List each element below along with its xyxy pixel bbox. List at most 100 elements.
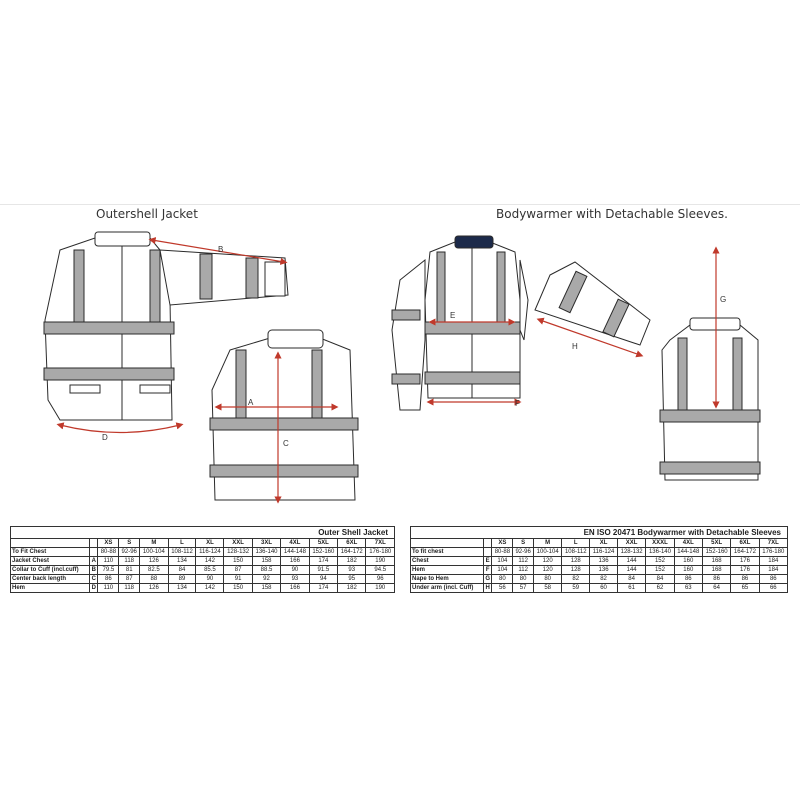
table-cell: 91.5 xyxy=(308,565,339,575)
table-cell: 60 xyxy=(589,583,618,593)
table-cell: 120 xyxy=(533,565,563,575)
table-cell: 84 xyxy=(645,574,675,584)
dim-label-h: H xyxy=(572,342,578,351)
table-cell: 86 xyxy=(701,574,732,584)
header-blank xyxy=(89,538,99,548)
top-divider xyxy=(0,204,800,205)
table-cell: 166 xyxy=(280,556,310,566)
row-label: Hem xyxy=(9,583,91,593)
bodywarmer-sleeve-drawing xyxy=(534,261,651,346)
bodywarmer-size-table: EN ISO 20471 Bodywarmer with Detachable … xyxy=(410,526,789,593)
row-code: F xyxy=(482,565,493,575)
row-label: Center back length xyxy=(9,574,91,584)
table-cell: 82.5 xyxy=(139,565,169,575)
table-cell: 92 xyxy=(251,574,282,584)
size-header: 7XL xyxy=(758,538,789,548)
table-cell: 88 xyxy=(139,574,169,584)
table-cell: 86 xyxy=(758,574,789,584)
row-label: Nape to Hem xyxy=(410,574,484,584)
table-cell: 56 xyxy=(491,583,514,593)
table-cell: 90 xyxy=(280,565,310,575)
dim-label-a: A xyxy=(248,398,254,407)
table-cell: 85.5 xyxy=(195,565,225,575)
table-cell: 104 xyxy=(491,565,514,575)
row-label: To Fit Chest xyxy=(9,547,91,557)
table-cell: 158 xyxy=(251,583,282,593)
table-cell: 92-96 xyxy=(512,547,535,557)
table-cell: 136-140 xyxy=(251,547,282,557)
dim-label-e: E xyxy=(450,311,455,320)
size-header: XXL xyxy=(223,538,253,548)
size-header: L xyxy=(167,538,197,548)
table-title: Outer Shell Jacket xyxy=(10,526,395,539)
size-header: XXL xyxy=(616,538,647,548)
outershell-caption: Outershell Jacket xyxy=(96,207,198,221)
table-cell: 164-172 xyxy=(730,547,760,557)
row-code: A xyxy=(89,556,99,566)
table-cell: 82 xyxy=(589,574,618,584)
table-cell: 174 xyxy=(308,583,339,593)
table-cell: 57 xyxy=(512,583,535,593)
row-code: B xyxy=(89,565,99,575)
table-cell: 164-172 xyxy=(337,547,367,557)
size-header: XS xyxy=(97,538,120,548)
table-cell: 136 xyxy=(589,556,618,566)
table-cell: 108-112 xyxy=(561,547,591,557)
table-cell: 160 xyxy=(673,565,703,575)
table-cell: 110 xyxy=(97,583,120,593)
table-cell: 176-180 xyxy=(758,547,789,557)
table-cell: 80 xyxy=(533,574,563,584)
row-code: G xyxy=(482,574,493,584)
table-cell: 66 xyxy=(758,583,789,593)
table-cell: 84 xyxy=(167,565,197,575)
table-cell: 87 xyxy=(223,565,253,575)
table-cell: 160 xyxy=(673,556,703,566)
table-cell: 80 xyxy=(512,574,535,584)
table-cell: 110 xyxy=(97,556,120,566)
bodywarmer-caption: Bodywarmer with Detachable Sleeves. xyxy=(496,207,728,221)
table-cell: 152 xyxy=(645,556,675,566)
table-cell: 174 xyxy=(308,556,339,566)
table-cell: 82 xyxy=(561,574,591,584)
size-header: XL xyxy=(195,538,225,548)
table-cell: 92-96 xyxy=(118,547,141,557)
bodywarmer-back-drawing xyxy=(659,317,761,481)
size-header: 4XL xyxy=(280,538,310,548)
row-label: Under arm (incl. Cuff) xyxy=(410,583,484,593)
size-header: 6XL xyxy=(730,538,760,548)
table-cell: 93 xyxy=(280,574,310,584)
table-cell: 86 xyxy=(97,574,120,584)
table-cell: 168 xyxy=(701,556,732,566)
dim-label-f: F xyxy=(515,399,520,408)
table-cell: 176 xyxy=(730,556,760,566)
row-label: Hem xyxy=(410,565,484,575)
table-cell: 96 xyxy=(365,574,395,584)
table-cell: 87 xyxy=(118,574,141,584)
table-cell: 182 xyxy=(337,556,367,566)
table-cell: 86 xyxy=(673,574,703,584)
size-header: 7XL xyxy=(365,538,395,548)
size-header: XS xyxy=(491,538,514,548)
table-cell: 190 xyxy=(365,556,395,566)
table-cell: 152-160 xyxy=(701,547,732,557)
table-cell: 80 xyxy=(491,574,514,584)
table-cell: 63 xyxy=(673,583,703,593)
row-code xyxy=(89,547,99,557)
table-cell: 158 xyxy=(251,556,282,566)
table-cell: 144-148 xyxy=(673,547,703,557)
table-cell: 61 xyxy=(616,583,647,593)
table-cell: 79.5 xyxy=(97,565,120,575)
table-cell: 182 xyxy=(337,583,367,593)
table-cell: 100-104 xyxy=(533,547,563,557)
table-cell: 65 xyxy=(730,583,760,593)
